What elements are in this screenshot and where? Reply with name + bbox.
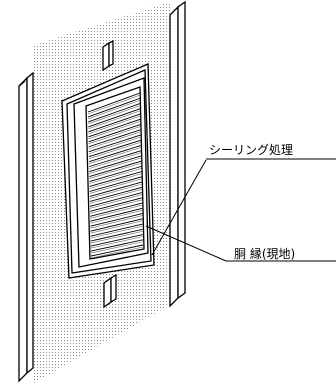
louver-blade-shadow bbox=[89, 199, 143, 214]
upper-block bbox=[102, 39, 114, 72]
louver-blade bbox=[90, 207, 143, 222]
louver-blade-shadow bbox=[89, 189, 142, 204]
louver-blade bbox=[88, 118, 141, 138]
leader-lines bbox=[145, 158, 336, 262]
louver-blade bbox=[89, 181, 142, 197]
louver-blade bbox=[89, 160, 142, 177]
louver-blade bbox=[90, 218, 143, 232]
louver-blade-shadow bbox=[88, 120, 141, 140]
louver-blade bbox=[89, 176, 142, 192]
louver-blade bbox=[88, 129, 141, 148]
louver-blade-shadow bbox=[89, 157, 142, 174]
louver-blade bbox=[90, 239, 143, 252]
louver-blade bbox=[90, 228, 143, 242]
louver-blade bbox=[90, 213, 143, 227]
louver-blade bbox=[89, 171, 142, 187]
louver-blade-shadow bbox=[87, 94, 141, 115]
louver-blade-shadow bbox=[89, 183, 142, 199]
louver-blade-shadow bbox=[88, 131, 141, 150]
louver-blade bbox=[90, 244, 144, 257]
louver-blade bbox=[88, 113, 141, 133]
left-furring-strip bbox=[18, 71, 34, 383]
louver-blade bbox=[89, 192, 143, 207]
louver-blade-shadow bbox=[90, 241, 143, 254]
louver-blade bbox=[88, 124, 141, 143]
louver-blade bbox=[89, 165, 142, 182]
louver-blade bbox=[88, 103, 141, 123]
louver-blade bbox=[89, 197, 143, 212]
louver-blade-shadow bbox=[89, 194, 143, 209]
louver-blade bbox=[88, 144, 142, 163]
louver-blade-shadow bbox=[88, 99, 141, 120]
louver-blade bbox=[89, 155, 142, 173]
louver-blade bbox=[89, 186, 142, 202]
louver-blade-shadow bbox=[88, 147, 142, 164]
louver-blade bbox=[87, 92, 141, 113]
label-sealing: シーリング処理 bbox=[209, 143, 293, 157]
louver-blade-shadow bbox=[88, 105, 141, 125]
louver-blade bbox=[88, 134, 141, 153]
louver-blade-shadow bbox=[88, 126, 141, 145]
louver-blade-shadow bbox=[89, 152, 142, 169]
louver-blade bbox=[90, 223, 143, 237]
louver-blade-shadow bbox=[90, 246, 144, 259]
louver-blades bbox=[87, 92, 144, 259]
louver-blade-shadow bbox=[90, 230, 143, 244]
louver-blade bbox=[90, 202, 143, 217]
right-furring-strip bbox=[169, 0, 186, 308]
louver-blade-shadow bbox=[88, 136, 141, 155]
louver-blade-shadow bbox=[90, 220, 143, 234]
louver-blade-shadow bbox=[89, 178, 142, 194]
louver-blade bbox=[89, 150, 142, 168]
louver-blade-shadow bbox=[88, 141, 142, 159]
louver-blade-shadow bbox=[88, 115, 141, 135]
label-trim: 胴 縁(現地) bbox=[234, 246, 295, 261]
louver-blade-shadow bbox=[89, 173, 142, 189]
louver-blade-shadow bbox=[90, 204, 143, 219]
louver-blade-shadow bbox=[89, 168, 142, 184]
louver-blade bbox=[88, 108, 141, 128]
lower-block bbox=[103, 273, 117, 309]
louver-blade-shadow bbox=[90, 210, 143, 224]
louver-blade-shadow bbox=[89, 162, 142, 179]
louver-blade bbox=[90, 234, 143, 247]
louver-blade bbox=[87, 97, 141, 118]
louver-blade-shadow bbox=[90, 236, 143, 249]
louver-blade bbox=[88, 139, 142, 158]
louver-blade-shadow bbox=[90, 225, 143, 239]
louver-blade-shadow bbox=[90, 215, 143, 229]
louver-blade-shadow bbox=[88, 110, 141, 130]
